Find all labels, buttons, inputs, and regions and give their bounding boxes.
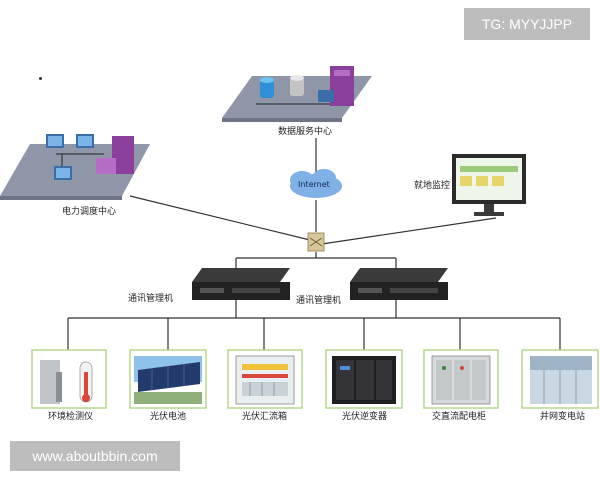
data-center-label: 数据服务中心 [278, 127, 333, 137]
device-label: 光伏电池 [150, 412, 187, 422]
computer-workstation-icon [46, 134, 134, 180]
device-label: 光伏汇流箱 [242, 412, 288, 422]
watermark-bottom: www.aboutbbin.com [10, 441, 180, 471]
comm-manager-left-label: 通讯管理机 [128, 294, 174, 304]
watermark-top: TG: MYYJJPP [464, 8, 590, 40]
internet-cloud-icon [290, 169, 342, 198]
comm-manager-right-icon [350, 268, 448, 300]
database-server-icon [256, 66, 354, 106]
substation-icon [530, 356, 592, 404]
inverter-icon [332, 356, 396, 404]
comm-manager-right-label: 通讯管理机 [296, 296, 342, 306]
dispatch-center-node [0, 134, 150, 200]
device-label: 环境检测仪 [48, 412, 94, 422]
connection-lines [67, 138, 561, 350]
device-label: 光伏逆变器 [342, 412, 388, 422]
combiner-box-icon [235, 355, 295, 405]
decorative-dot [39, 77, 42, 80]
network-switch-icon [307, 232, 325, 252]
weather-station-icon [40, 360, 93, 404]
solar-panel-icon [134, 356, 202, 404]
device-label: 并网变电站 [540, 412, 586, 422]
local-monitor-label: 就地监控 [414, 181, 451, 191]
monitor-icon [452, 154, 526, 216]
data-center-node [222, 66, 372, 122]
comm-manager-left-icon [192, 268, 290, 300]
device-label: 交直流配电柜 [432, 412, 487, 422]
internet-label: Internet [298, 180, 330, 189]
distribution-cabinet-icon [431, 355, 491, 405]
device-frames [31, 349, 599, 409]
dispatch-center-label: 电力调度中心 [62, 207, 117, 217]
